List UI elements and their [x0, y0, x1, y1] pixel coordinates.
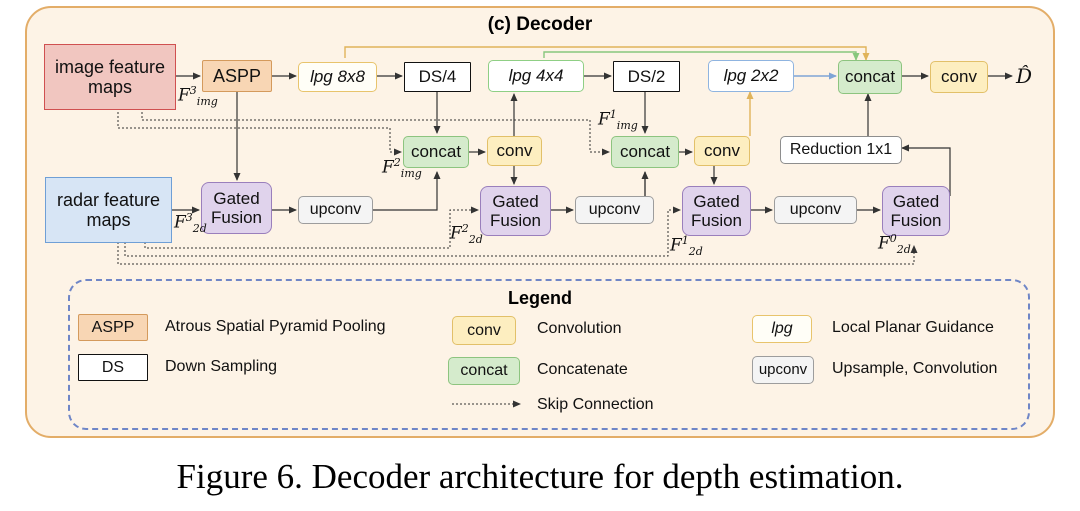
- upconv-1-block: upconv: [298, 196, 373, 224]
- legend-tag-lpg: lpg: [752, 315, 812, 343]
- upconv-3-block: upconv: [774, 196, 857, 224]
- label-f-img-1: F1img: [598, 108, 638, 133]
- gated-fusion-3: Gated Fusion: [682, 186, 751, 236]
- legend-text-conv: Convolution: [537, 320, 622, 337]
- ds4-block: DS/4: [404, 62, 471, 92]
- gated-fusion-1: Gated Fusion: [201, 182, 272, 234]
- conv-output-block: conv: [930, 61, 988, 93]
- lpg-2x2-block: lpg 2x2: [708, 60, 794, 92]
- legend-text-ds: Down Sampling: [165, 358, 278, 375]
- legend-tag-ds: DS: [78, 354, 148, 381]
- label-f-2d-3: F32d: [174, 211, 207, 236]
- concat-top-block: concat: [838, 60, 902, 94]
- legend-tag-upconv: upconv: [752, 356, 814, 384]
- legend-box: [68, 279, 1030, 430]
- panel-title: (c) Decoder: [487, 14, 593, 35]
- lpg-8x8-block: lpg 8x8: [298, 62, 377, 92]
- legend-text-aspp: Atrous Spatial Pyramid Pooling: [165, 318, 386, 335]
- legend-text-upconv: Upsample, Convolution: [832, 360, 998, 377]
- gated-fusion-4: Gated Fusion: [882, 186, 950, 236]
- conv-a-block: conv: [487, 136, 542, 166]
- label-f-img-2: F2img: [382, 156, 422, 181]
- legend-text-concat: Concatenate: [537, 361, 628, 378]
- legend-tag-concat: concat: [448, 357, 520, 385]
- ds2-block: DS/2: [613, 61, 680, 92]
- label-f-2d-2: F22d: [450, 222, 483, 247]
- legend-text-skip: Skip Connection: [537, 396, 654, 413]
- radar-feature-maps: radar feature maps: [45, 177, 172, 243]
- legend-text-lpg: Local Planar Guidance: [832, 319, 994, 336]
- reduction-block: Reduction 1x1: [780, 136, 902, 164]
- concat-a-block: concat: [403, 136, 469, 168]
- label-f-img-3: F3img: [178, 84, 218, 109]
- image-feature-maps: image feature maps: [44, 44, 176, 110]
- legend-tag-conv: conv: [452, 316, 516, 345]
- aspp-block: ASPP: [202, 60, 272, 92]
- output-d-hat: D̂: [1016, 64, 1033, 88]
- label-f-2d-0: F02d: [878, 232, 911, 257]
- legend-title: Legend: [507, 288, 572, 308]
- label-f-2d-1: F12d: [670, 234, 703, 259]
- gated-fusion-2: Gated Fusion: [480, 186, 551, 236]
- legend-tag-aspp: ASPP: [78, 314, 148, 341]
- figure-caption: Figure 6. Decoder architecture for depth…: [176, 457, 904, 496]
- concat-b-block: concat: [611, 136, 679, 168]
- lpg-4x4-block: lpg 4x4: [488, 60, 584, 92]
- upconv-2-block: upconv: [575, 196, 654, 224]
- conv-b-block: conv: [694, 136, 750, 166]
